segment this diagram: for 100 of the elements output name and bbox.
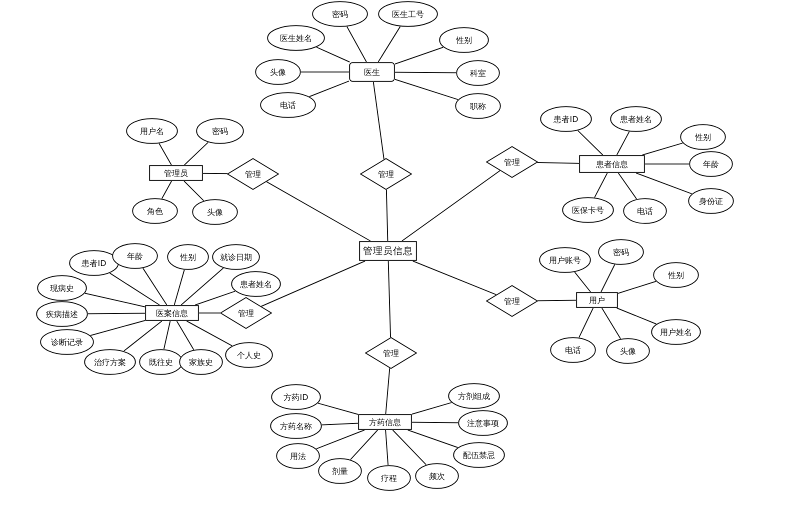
entity-box: 用户 xyxy=(576,292,618,308)
attribute-ellipse: 年龄 xyxy=(112,243,158,269)
connector-line xyxy=(401,170,500,242)
entity-box: 医生 xyxy=(349,62,395,82)
relationship-diamond: 管理 xyxy=(365,337,417,369)
attribute-ellipse: 既往史 xyxy=(139,349,183,375)
connector-line xyxy=(394,72,456,74)
entity-box: 患者信息 xyxy=(579,155,645,173)
connector-line xyxy=(180,268,224,306)
attribute-ellipse: 剂量 xyxy=(318,458,362,484)
connector-line xyxy=(536,162,580,164)
attribute-ellipse: 角色 xyxy=(132,198,178,224)
relationship-diamond: 管理 xyxy=(227,158,279,190)
attribute-ellipse: 患者ID xyxy=(540,106,592,132)
connector-line xyxy=(594,172,608,198)
attribute-ellipse: 年龄 xyxy=(689,151,733,177)
connector-line xyxy=(392,430,427,466)
connector-line xyxy=(321,422,358,426)
connector-line xyxy=(385,430,389,466)
connector-line xyxy=(642,142,684,156)
attribute-ellipse: 个人史 xyxy=(225,342,273,368)
attribute-ellipse: 用户账号 xyxy=(539,247,591,273)
attribute-ellipse: 头像 xyxy=(192,199,238,225)
relationship-diamond: 管理 xyxy=(486,285,538,317)
attribute-ellipse: 头像 xyxy=(255,59,301,85)
connector-line xyxy=(618,172,638,200)
connector-line xyxy=(260,260,366,307)
connector-line xyxy=(266,181,371,242)
connector-line xyxy=(616,308,657,324)
entity-box: 管理员信息 xyxy=(359,241,417,261)
connector-line xyxy=(412,422,458,424)
attribute-ellipse: 现病史 xyxy=(37,275,87,301)
connector-line xyxy=(574,272,592,292)
connector-line xyxy=(184,180,204,202)
attribute-ellipse: 电话 xyxy=(260,92,316,118)
connector-line xyxy=(186,320,233,346)
attribute-ellipse: 身份证 xyxy=(688,188,734,214)
connector-line xyxy=(318,402,358,415)
connector-line xyxy=(394,78,458,100)
connector-line xyxy=(386,189,388,242)
relationship-diamond: 管理 xyxy=(220,297,272,329)
connector-line xyxy=(84,292,146,308)
attribute-ellipse: 医生姓名 xyxy=(267,25,325,51)
attribute-ellipse: 频次 xyxy=(415,463,459,489)
attribute-ellipse: 科室 xyxy=(456,60,500,86)
attribute-ellipse: 头像 xyxy=(606,338,650,364)
entity-box: 方药信息 xyxy=(358,414,412,430)
entity-box: 管理员 xyxy=(149,165,203,181)
connector-line xyxy=(618,280,656,294)
connector-line xyxy=(158,143,172,166)
connector-line xyxy=(636,172,692,194)
connector-line xyxy=(412,260,497,296)
attribute-ellipse: 性别 xyxy=(680,124,726,150)
attribute-ellipse: 密码 xyxy=(598,239,644,265)
connector-line xyxy=(616,131,630,156)
connector-line xyxy=(600,264,616,292)
attribute-ellipse: 疾病描述 xyxy=(36,301,88,327)
attribute-ellipse: 治疗方案 xyxy=(84,349,136,375)
attribute-ellipse: 诊断记录 xyxy=(40,329,94,355)
connector-line xyxy=(372,82,384,160)
connector-line xyxy=(350,430,378,460)
connector-line xyxy=(176,320,194,350)
connector-line xyxy=(577,130,604,156)
connector-line xyxy=(308,80,350,98)
connector-line xyxy=(163,320,171,350)
attribute-ellipse: 用户名 xyxy=(126,118,178,144)
attribute-ellipse: 电话 xyxy=(623,198,667,224)
attribute-ellipse: 就诊日期 xyxy=(212,244,260,270)
connector-line xyxy=(90,320,146,336)
connector-line xyxy=(88,312,146,314)
connector-line xyxy=(316,430,366,450)
attribute-ellipse: 家族史 xyxy=(179,349,223,375)
attribute-ellipse: 方剂组成 xyxy=(448,383,500,409)
connector-line xyxy=(378,26,401,62)
attribute-ellipse: 医保卡号 xyxy=(562,197,614,223)
entity-box: 医案信息 xyxy=(145,305,199,321)
connector-line xyxy=(346,26,367,62)
attribute-ellipse: 患者ID xyxy=(69,250,119,276)
connector-line xyxy=(412,402,452,415)
attribute-ellipse: 性别 xyxy=(439,27,489,53)
attribute-ellipse: 职称 xyxy=(455,93,501,119)
connector-line xyxy=(388,260,392,338)
attribute-ellipse: 密码 xyxy=(312,1,368,27)
connector-line xyxy=(537,300,576,302)
connector-line xyxy=(123,320,162,352)
connector-line xyxy=(142,268,168,306)
relationship-diamond: 管理 xyxy=(360,158,412,190)
connector-line xyxy=(394,46,444,64)
connector-line xyxy=(161,180,172,200)
connector-line xyxy=(174,269,185,306)
attribute-ellipse: 用法 xyxy=(276,443,320,469)
attribute-ellipse: 患者姓名 xyxy=(610,106,662,132)
attribute-ellipse: 密码 xyxy=(196,118,244,144)
connector-line xyxy=(184,142,209,166)
attribute-ellipse: 用户姓名 xyxy=(651,319,701,345)
attribute-ellipse: 医生工号 xyxy=(378,1,438,27)
connector-line xyxy=(194,290,236,306)
relationship-diamond: 管理 xyxy=(486,146,538,178)
attribute-ellipse: 患者姓名 xyxy=(231,271,281,297)
attribute-ellipse: 电话 xyxy=(550,337,596,363)
